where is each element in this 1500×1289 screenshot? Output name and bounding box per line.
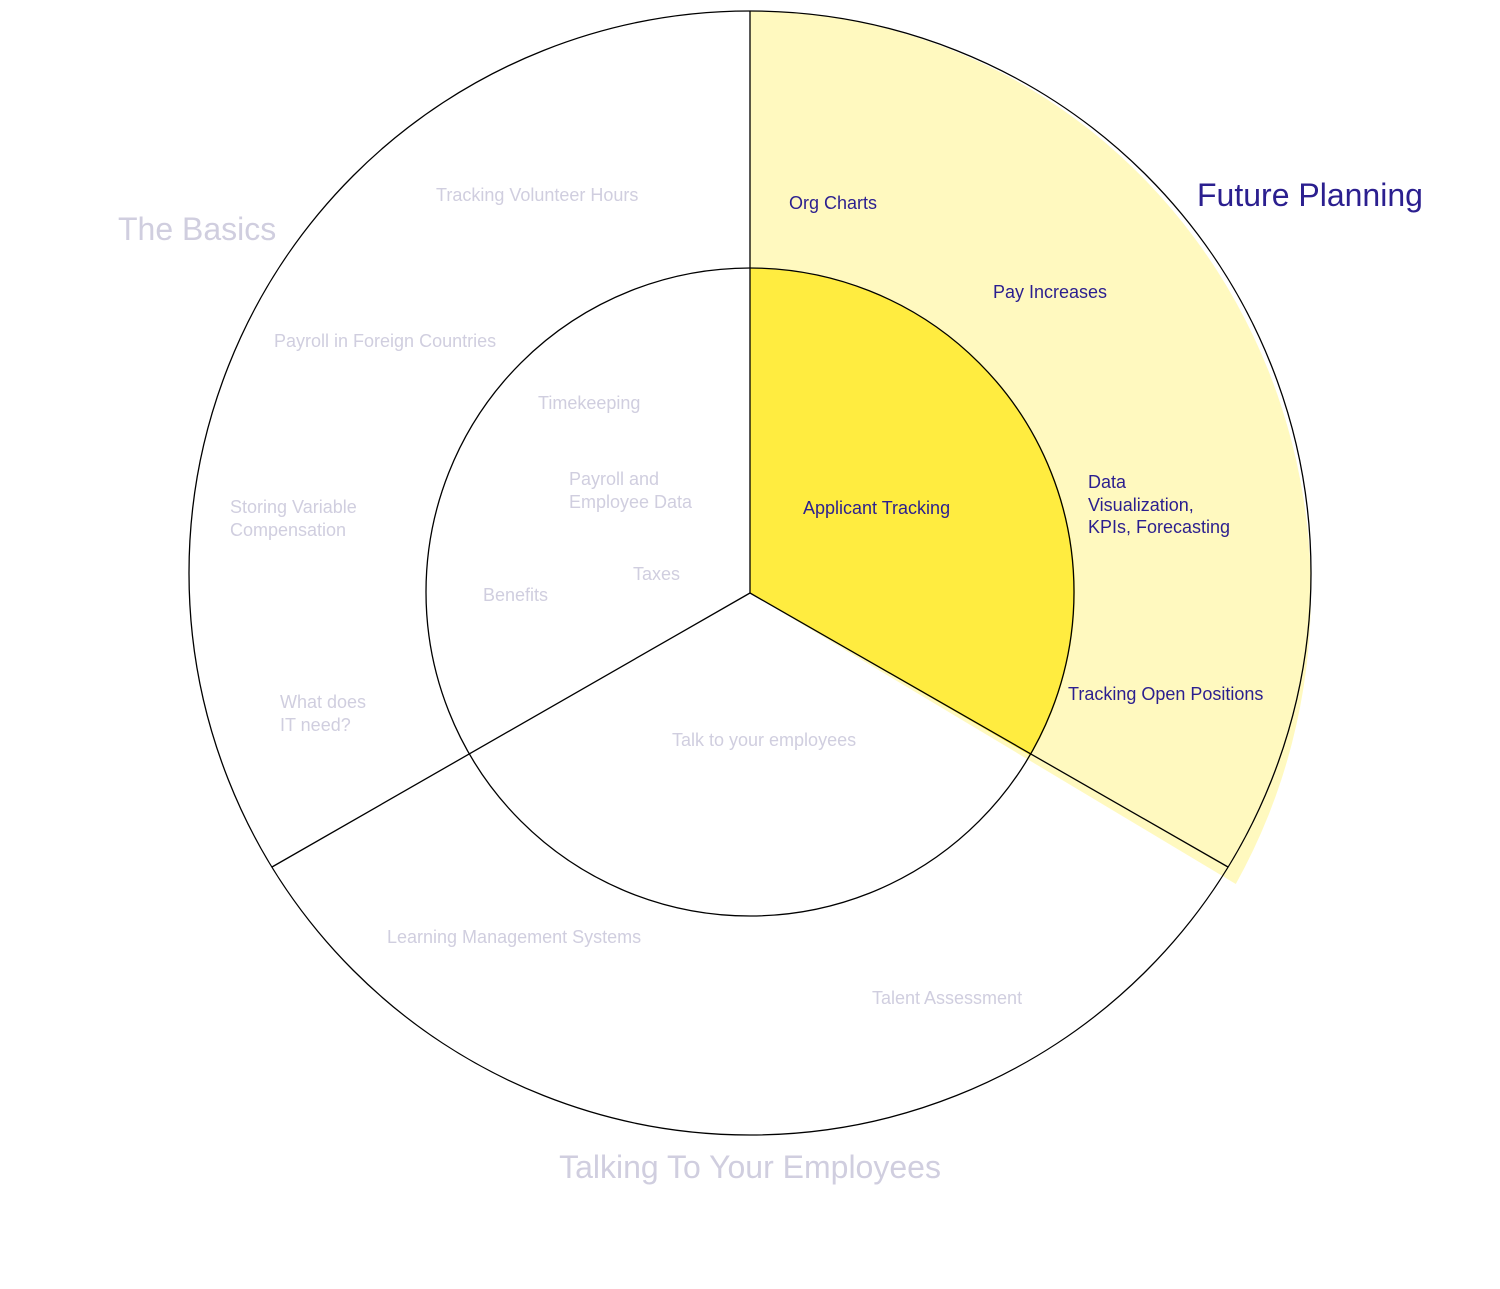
outer-label-it-need-line2: IT need? [280,715,351,735]
outer-label-data-visualization-line2: Visualization, [1088,495,1194,515]
outer-label-data-visualization-line1: Data [1088,472,1127,492]
divider-right [749,592,1229,868]
outer-label-org-charts[interactable]: Org Charts [789,193,877,213]
outer-label-variable-compensation-line1: Storing Variable [230,497,357,517]
divider-left [271,592,751,868]
section-title-basics[interactable]: The Basics [118,211,276,247]
inner-label-payroll-line1: Payroll and [569,469,659,489]
section-title-talking[interactable]: Talking To Your Employees [559,1149,941,1185]
outer-label-pay-increases[interactable]: Pay Increases [993,282,1107,302]
inner-label-timekeeping[interactable]: Timekeeping [538,393,640,413]
inner-label-taxes[interactable]: Taxes [633,564,680,584]
outer-label-lms[interactable]: Learning Management Systems [387,927,641,947]
future-planning-inner-sector[interactable] [750,267,1075,756]
inner-label-benefits[interactable]: Benefits [483,585,548,605]
outer-label-data-visualization[interactable]: Data Visualization, KPIs, Forecasting [1088,472,1230,537]
inner-label-payroll-line2: Employee Data [569,492,693,512]
outer-label-it-need[interactable]: What does IT need? [280,692,371,735]
inner-label-applicant-tracking[interactable]: Applicant Tracking [803,498,950,518]
inner-label-talk-to-employees[interactable]: Talk to your employees [672,730,856,750]
outer-label-variable-compensation[interactable]: Storing Variable Compensation [230,497,362,540]
inner-label-payroll[interactable]: Payroll and Employee Data [569,469,693,512]
outer-label-volunteer-hours[interactable]: Tracking Volunteer Hours [436,185,638,205]
outer-label-variable-compensation-line2: Compensation [230,520,346,540]
outer-label-open-positions[interactable]: Tracking Open Positions [1068,684,1263,704]
section-title-future[interactable]: Future Planning [1197,177,1423,213]
outer-label-talent-assessment[interactable]: Talent Assessment [872,988,1022,1008]
outer-label-it-need-line1: What does [280,692,366,712]
outer-label-foreign-payroll[interactable]: Payroll in Foreign Countries [274,331,496,351]
outer-label-data-visualization-line3: KPIs, Forecasting [1088,517,1230,537]
